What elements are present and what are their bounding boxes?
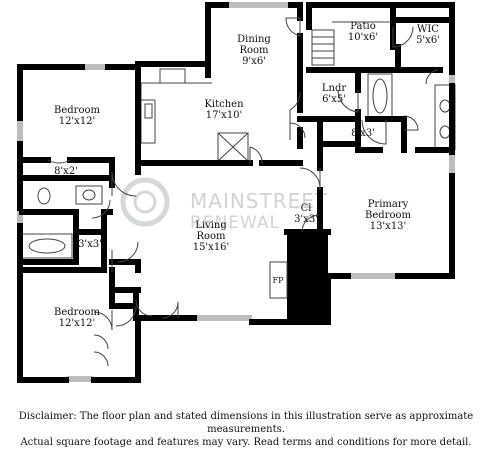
bedroom-bottom-name: Bedroom bbox=[54, 307, 100, 318]
disclaimer-line1: Disclaimer: The floor plan and stated di… bbox=[18, 411, 474, 435]
patio-name: Patio bbox=[350, 21, 375, 32]
dining-room-dims: 9'x6' bbox=[242, 56, 266, 67]
wic-dims: 5'x6' bbox=[416, 35, 440, 46]
primary-name: Primary bbox=[368, 199, 409, 210]
room-labels: Dining Room 9'x6' Patio 10'x6' WIC 5'x6'… bbox=[54, 21, 440, 329]
doors bbox=[47, 17, 439, 367]
living-room-name2: Room bbox=[196, 231, 226, 242]
walls bbox=[17, 2, 455, 383]
watermark-line2: RENEWAL bbox=[190, 213, 280, 233]
primary-name2: Bedroom bbox=[365, 210, 411, 221]
living-room-dims: 15'x16' bbox=[193, 242, 230, 253]
bedroom-bottom-dims: 12'x12' bbox=[59, 318, 96, 329]
dark-block bbox=[287, 232, 328, 322]
dining-room-name2: Room bbox=[239, 45, 269, 56]
primary-dims: 13'x13' bbox=[370, 221, 407, 232]
watermark-line1: MAINSTREET bbox=[190, 189, 328, 213]
living-room-name: Living bbox=[195, 220, 227, 231]
laundry-dims: 6'x5' bbox=[322, 94, 346, 105]
bedroom-top-name: Bedroom bbox=[54, 105, 100, 116]
laundry-name: Lndr bbox=[322, 83, 346, 94]
closet-8x3-dims: 8'x3' bbox=[351, 128, 375, 139]
patio-dims: 10'x6' bbox=[348, 32, 378, 43]
closet-cl-dims: 3'x3' bbox=[294, 214, 318, 225]
closet-8x2-dims: 8'x2' bbox=[54, 166, 78, 177]
bedroom-top-dims: 12'x12' bbox=[59, 116, 96, 127]
watermark: MAINSTREET RENEWAL bbox=[120, 177, 328, 233]
kitchen-dims: 17'x10' bbox=[206, 110, 243, 121]
disclaimer-line2: Actual square footage and features may v… bbox=[20, 437, 472, 448]
fireplace-label: FP bbox=[273, 276, 285, 285]
wic-name: WIC bbox=[417, 24, 439, 35]
kitchen-name: Kitchen bbox=[204, 99, 244, 110]
disclaimer: Disclaimer: The floor plan and stated di… bbox=[0, 410, 492, 449]
dining-room-name: Dining bbox=[237, 34, 271, 45]
closet-3x3-dims: 3'x3' bbox=[78, 239, 102, 250]
closet-cl-name: Cl bbox=[301, 203, 312, 214]
